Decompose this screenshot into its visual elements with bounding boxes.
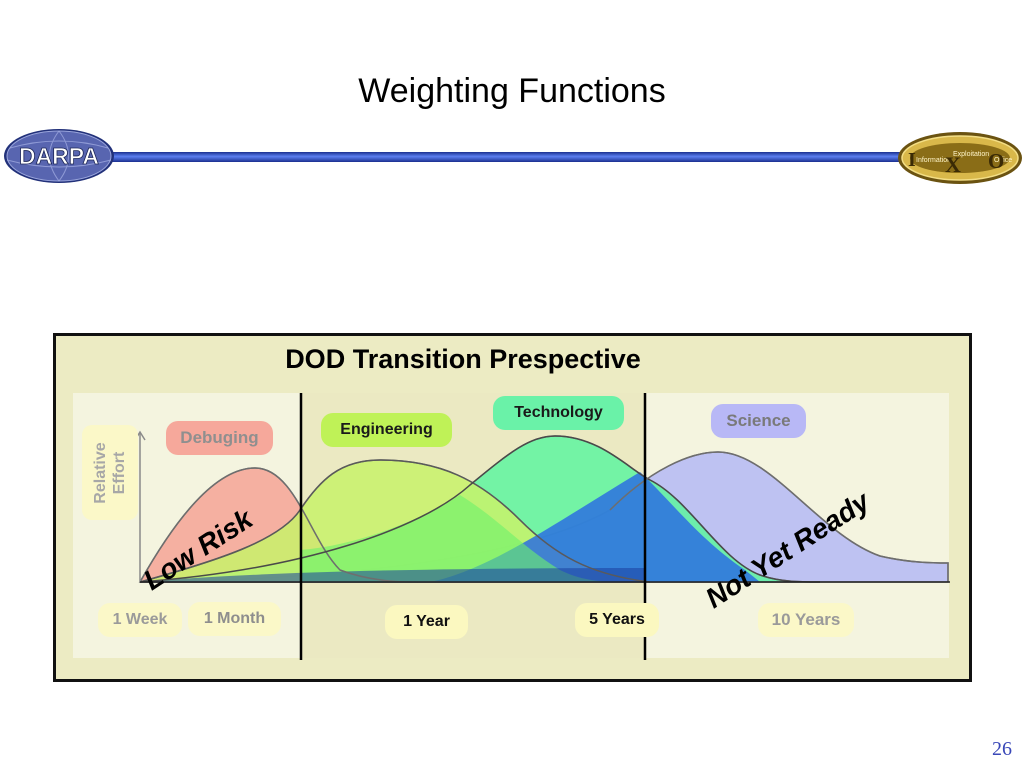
timeline-1-month: 1 Month bbox=[188, 602, 281, 636]
phase-debugging: Debuging bbox=[166, 421, 273, 455]
phase-science: Science bbox=[711, 404, 806, 438]
timeline-1-year: 1 Year bbox=[385, 605, 468, 639]
ixo-word-3: Office bbox=[994, 157, 1012, 164]
timeline-5-years: 5 Years bbox=[575, 603, 659, 637]
ixo-letter-o: O bbox=[988, 149, 1004, 173]
page-number: 26 bbox=[992, 738, 1012, 760]
overlap-green bbox=[300, 495, 620, 582]
ixo-letter-x: X bbox=[945, 152, 961, 177]
ixo-word-1: Information bbox=[916, 157, 951, 164]
timeline-1-week: 1 Week bbox=[98, 603, 182, 637]
ixo-logo: Information Exploitation Office I X O bbox=[898, 132, 1022, 184]
diagram-title: DOD Transition Prespective bbox=[285, 344, 641, 374]
y-axis-label-line-2: Effort bbox=[111, 451, 128, 494]
timeline-10-years: 10 Years bbox=[758, 603, 854, 637]
phase-engineering: Engineering bbox=[321, 413, 452, 447]
baseline-band bbox=[140, 568, 645, 582]
phase-technology: Technology bbox=[493, 396, 624, 430]
darpa-logo: DARPA bbox=[4, 129, 114, 183]
ixo-letter-i: I bbox=[908, 149, 916, 171]
header-rule bbox=[100, 152, 920, 162]
darpa-logo-text: DARPA bbox=[19, 143, 99, 169]
ixo-word-2: Exploitation bbox=[953, 151, 989, 158]
y-axis-label-line-1: Relative bbox=[92, 441, 109, 504]
slide-title: Weighting Functions bbox=[358, 72, 666, 110]
